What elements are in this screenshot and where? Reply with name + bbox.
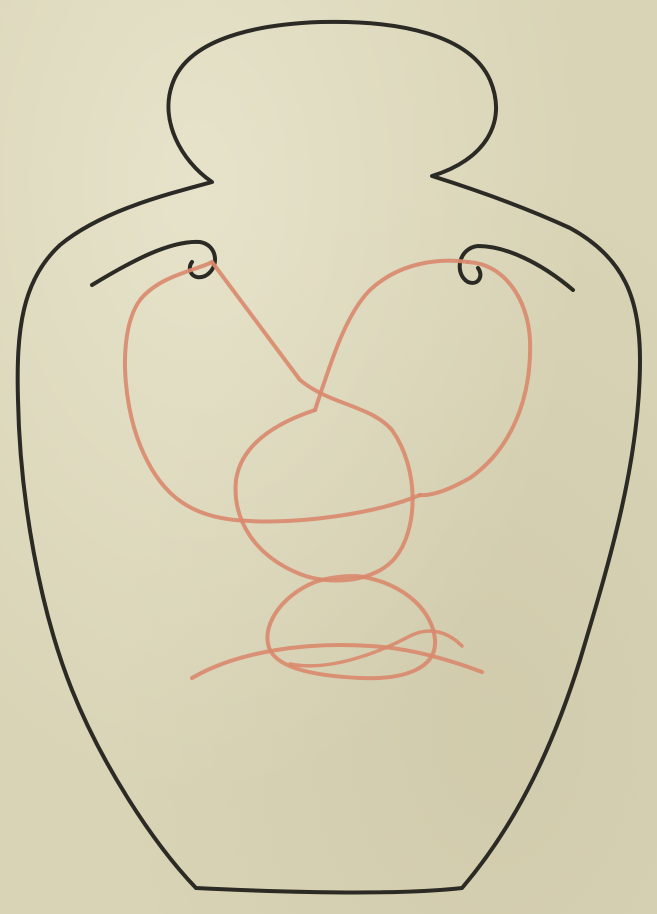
knot-left-strand <box>212 262 413 581</box>
vessel-outline <box>18 22 640 893</box>
knot-right-loop <box>420 262 530 495</box>
knot-left-loop <box>125 262 420 521</box>
knot-right-strand <box>315 261 468 410</box>
left-handle-hook <box>92 242 215 285</box>
right-handle-hook <box>460 246 573 290</box>
